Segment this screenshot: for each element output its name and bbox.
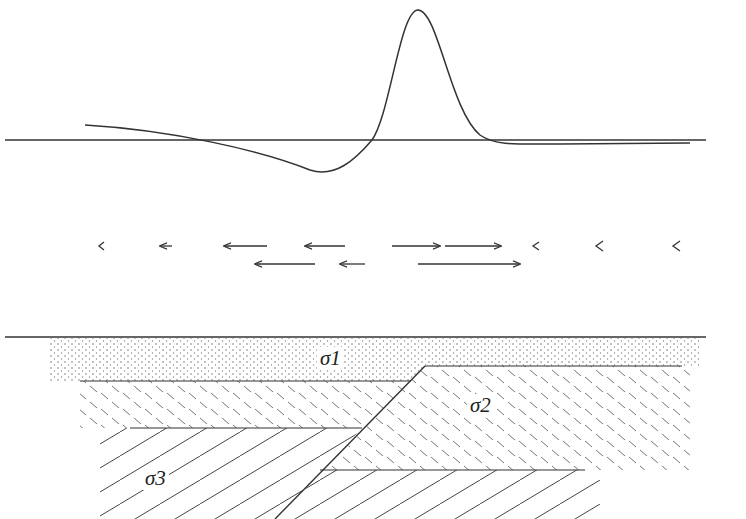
layer-label: σ1 (317, 347, 344, 370)
current-vectors (99, 241, 680, 264)
geologic-section (5, 337, 706, 519)
anomaly-curve (85, 10, 690, 172)
layer-label: σ3 (142, 467, 169, 490)
layer-label: σ2 (467, 394, 494, 417)
profile-axis (5, 139, 706, 140)
